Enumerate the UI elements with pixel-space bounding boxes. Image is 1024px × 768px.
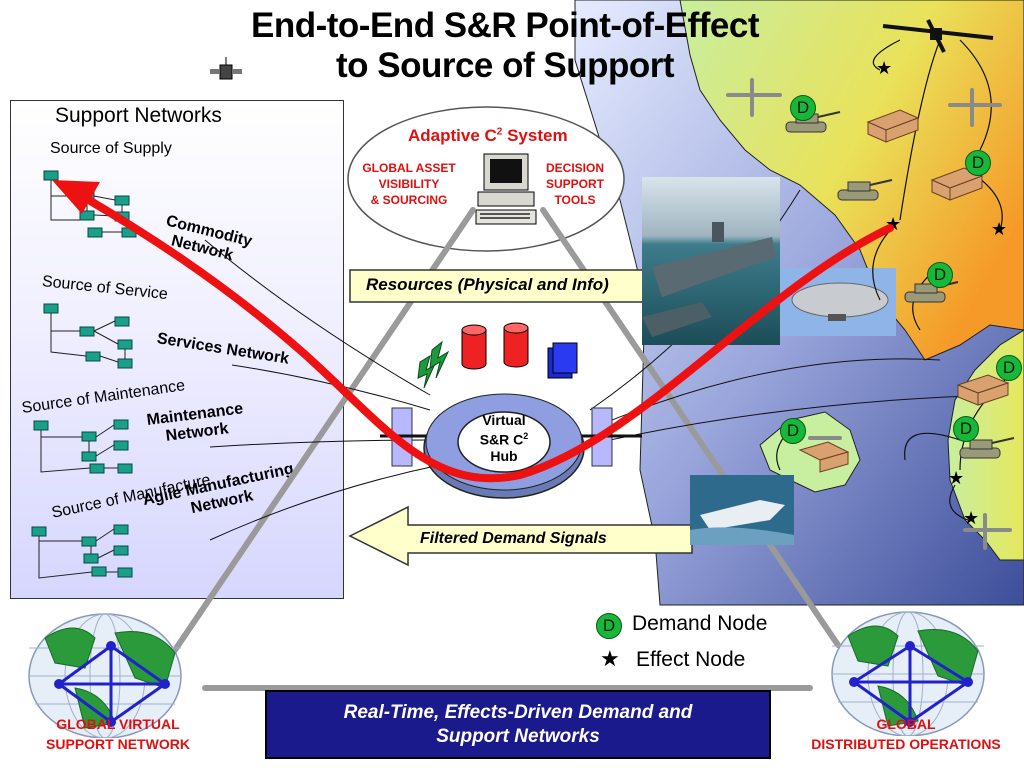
source-of-supply-label: Source of Supply <box>50 140 172 157</box>
legend-effect-symbol: ★ <box>600 646 620 671</box>
dst-line-1: DECISION <box>545 161 604 175</box>
map-effect-node: ★ <box>991 219 1008 239</box>
legend-demand-symbol: D <box>596 613 622 639</box>
map-effect-node: ★ <box>963 508 980 528</box>
c2-title-end: System <box>502 126 568 145</box>
c2-title-text: Adaptive C <box>408 126 497 145</box>
hub-line-2: S&R C2 <box>459 428 549 448</box>
legend-effect-label: Effect Node <box>636 648 746 671</box>
resources-arrow-label: Resources (Physical and Info) <box>366 275 609 294</box>
banner-line-1: Real-Time, Effects-Driven Demand and <box>343 701 693 723</box>
map-demand-node: D <box>965 150 991 176</box>
c2-system-title: Adaptive C2 System <box>408 126 568 146</box>
computer-icon <box>475 153 537 225</box>
page-title: End-to-End S&R Point-of-Effect to Source… <box>150 6 860 86</box>
right-globe-line-1: GLOBAL <box>876 716 936 732</box>
satellite-icon <box>210 57 242 80</box>
gav-line-3: & SOURCING <box>370 193 448 207</box>
left-globe-icon <box>28 613 182 738</box>
title-line-1: End-to-End S&R Point-of-Effect <box>251 6 759 45</box>
left-globe-label: GLOBAL VIRTUAL SUPPORT NETWORK <box>18 714 218 754</box>
dst-line-2: SUPPORT <box>545 177 604 191</box>
banner-line-2: Support Networks <box>436 725 600 747</box>
left-globe-line-1: GLOBAL VIRTUAL <box>56 716 180 732</box>
support-networks-diagram <box>31 170 137 579</box>
ship-photo <box>690 475 794 545</box>
right-globe-icon <box>831 611 985 736</box>
map-demand-node: D <box>790 95 816 121</box>
decision-support-tools-label: DECISION SUPPORT TOOLS <box>533 160 617 208</box>
airship-photo <box>780 268 896 336</box>
aircraft-icon <box>882 19 994 53</box>
left-globe-line-2: SUPPORT NETWORK <box>46 736 190 752</box>
hub-line-2-text: S&R C <box>479 431 524 448</box>
agile-network-nodes <box>31 524 133 578</box>
map-demand-node: D <box>996 355 1022 381</box>
support-networks-heading: Support Networks <box>55 104 222 127</box>
hub-line-1: Virtual <box>482 412 526 428</box>
dst-line-3: TOOLS <box>554 193 596 207</box>
map-effect-node: ★ <box>948 468 965 488</box>
hub-line-2-sup: 2 <box>523 431 529 441</box>
map-demand-node: D <box>780 418 806 444</box>
right-globe-line-2: DISTRIBUTED OPERATIONS <box>811 736 1001 752</box>
map-demand-node: D <box>953 416 979 442</box>
gav-line-1: GLOBAL ASSET <box>362 161 456 175</box>
hub-line-3: Hub <box>490 447 518 464</box>
legend-demand-label: Demand Node <box>632 612 768 635</box>
c2-title-sup: 2 <box>496 126 503 138</box>
right-globe-label: GLOBAL DISTRIBUTED OPERATIONS <box>790 714 1022 754</box>
bottom-banner: Real-Time, Effects-Driven Demand and Sup… <box>265 690 771 759</box>
filtered-demand-label: Filtered Demand Signals <box>420 530 607 547</box>
map-demand-node: D <box>927 262 953 288</box>
title-line-2: to Source of Support <box>335 46 675 85</box>
global-asset-visibility-label: GLOBAL ASSET VISIBILITY & SOURCING <box>350 160 468 208</box>
maintenance-network-nodes <box>33 419 133 474</box>
map-effect-node: ★ <box>876 58 893 78</box>
virtual-hub-label: Virtual S&R C2 Hub <box>459 412 549 464</box>
gav-line-2: VISIBILITY <box>378 177 440 191</box>
aircraft-carrier-photo <box>642 177 780 345</box>
